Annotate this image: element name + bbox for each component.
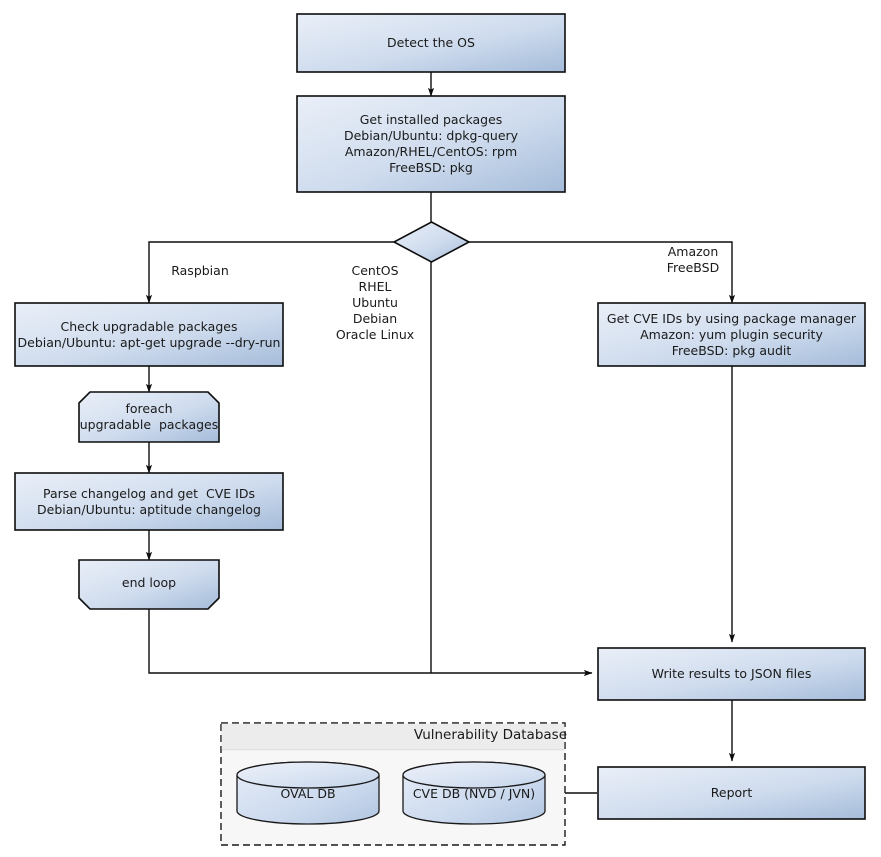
node-get-installed-packages[interactable] (296, 95, 566, 193)
group-header-band (221, 723, 565, 750)
node-check-upgradable-packages[interactable] (14, 302, 284, 367)
node-get-cve-ids[interactable] (597, 302, 866, 367)
vulnerability-database-group (220, 722, 566, 846)
vulnerability-database-title: Vulnerability Database (413, 727, 567, 743)
node-foreach-loop-start[interactable] (78, 391, 220, 443)
edge-decision-right-amazon-freebsd (468, 241, 736, 304)
cve-db-cylinder (402, 761, 546, 825)
node-detect-os[interactable] (296, 13, 566, 73)
node-report[interactable] (597, 766, 866, 820)
edge-decision-left-raspbian (145, 241, 395, 304)
oval-db-label: OVAL DB (280, 786, 336, 801)
node-end-loop[interactable] (78, 559, 220, 610)
node-os-decision[interactable] (392, 221, 471, 263)
node-parse-changelog[interactable] (14, 472, 284, 531)
cve-db-label: CVE DB (NVD / JVN) (412, 786, 536, 801)
node-write-results[interactable] (597, 647, 866, 701)
edge-label-raspbian: Raspbian (171, 263, 229, 278)
edge-label-center-distros: CentOS RHEL Ubuntu Debian Oracle Linux (335, 263, 415, 342)
group-border (220, 722, 566, 846)
edge-label-amazon-freebsd: Amazon FreeBSD (666, 244, 720, 275)
edge-endloop-to-write (148, 609, 593, 677)
oval-db-cylinder (236, 761, 380, 825)
